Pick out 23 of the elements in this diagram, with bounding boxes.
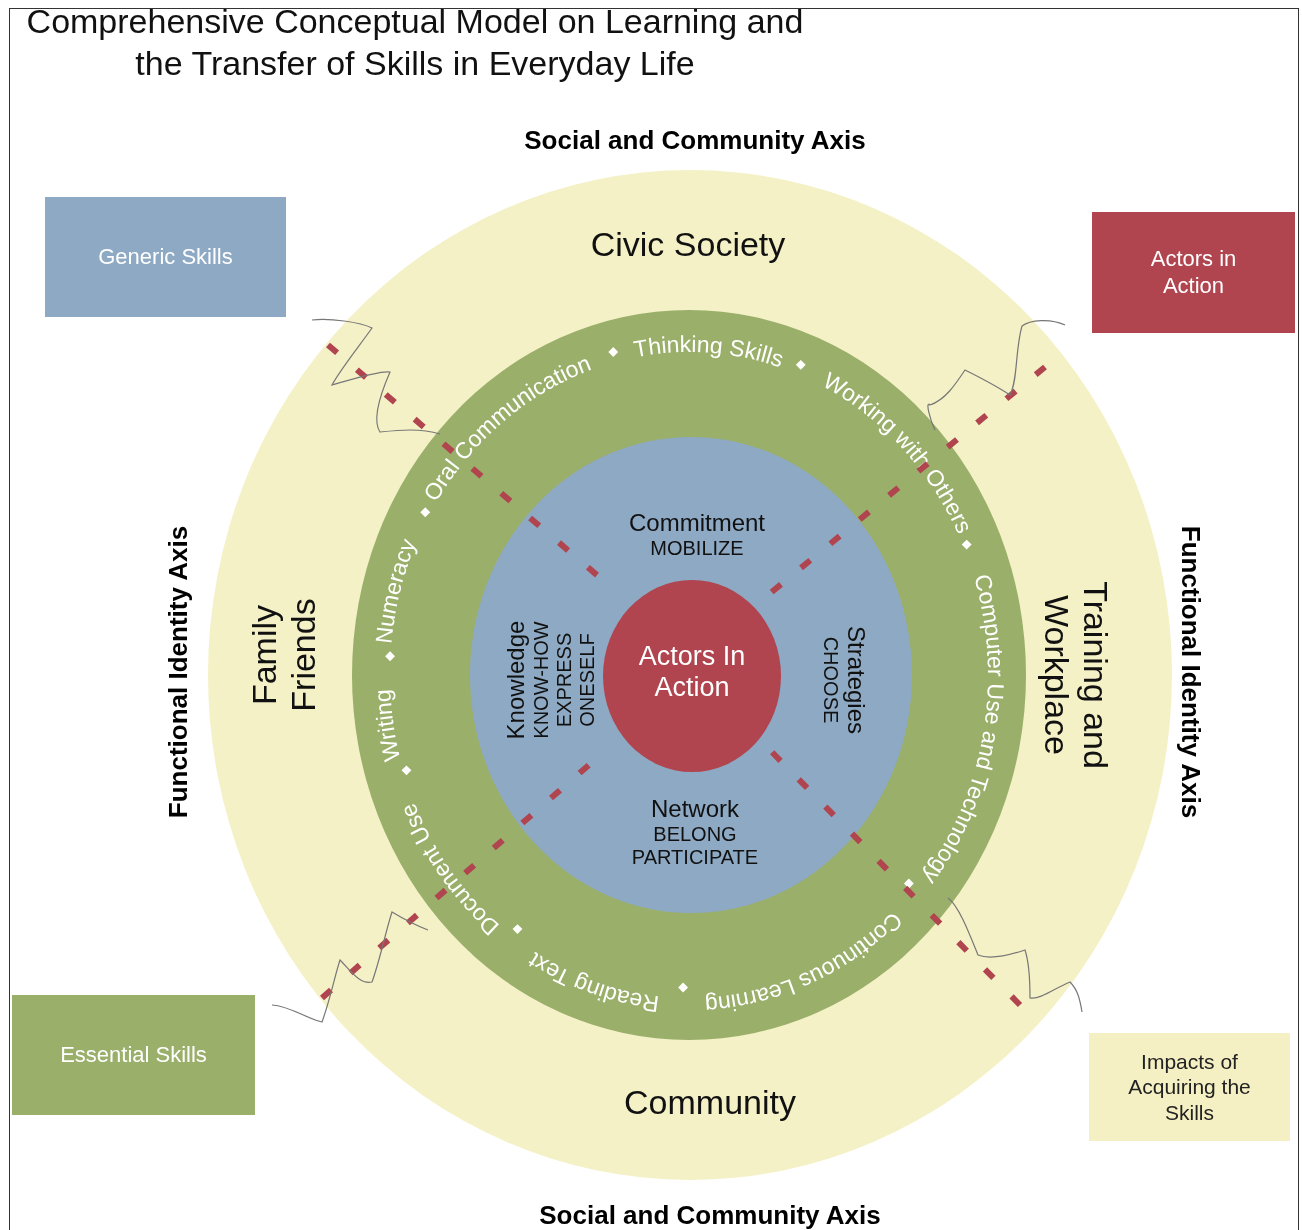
legend-box: Essential Skills (12, 995, 255, 1115)
dimension-heading: Knowledge (501, 619, 530, 742)
dimension-heading: Strategies (842, 625, 871, 735)
ring-heading: Training and Workplace (1037, 580, 1116, 771)
diagram-title: Comprehensive Conceptual Model on Learning and the Transfer of Skills in Everyday Life (25, 1, 805, 84)
dimension-heading: Network (650, 795, 740, 823)
dimension-heading: Commitment (629, 508, 765, 537)
center-label: Actors In Action (637, 640, 747, 704)
axis-label: Social and Community Axis (524, 124, 866, 156)
dimension-verbs: CHOOSE (819, 635, 843, 726)
legend-box: Generic Skills (45, 197, 286, 317)
axis-label: Functional Identity Axis (162, 525, 194, 819)
legend-box: Impacts of Acquiring the Skills (1089, 1033, 1290, 1141)
ring-heading: Civic Society (590, 225, 786, 265)
curved-skill-label: Thinking Skills (631, 330, 787, 373)
axis-label: Functional Identity Axis (1174, 525, 1206, 819)
axis-label: Social and Community Axis (539, 1199, 881, 1230)
ring-heading: Community (624, 1083, 796, 1123)
dimension-verbs: BELONG PARTICIPATE (630, 822, 760, 869)
dimension-verbs: MOBILIZE (649, 536, 745, 560)
legend-box: Actors in Action (1092, 212, 1295, 333)
dimension-verbs: KNOW-HOW EXPRESS ONESELF (529, 620, 599, 741)
ring-heading: Family Friends (244, 597, 323, 714)
